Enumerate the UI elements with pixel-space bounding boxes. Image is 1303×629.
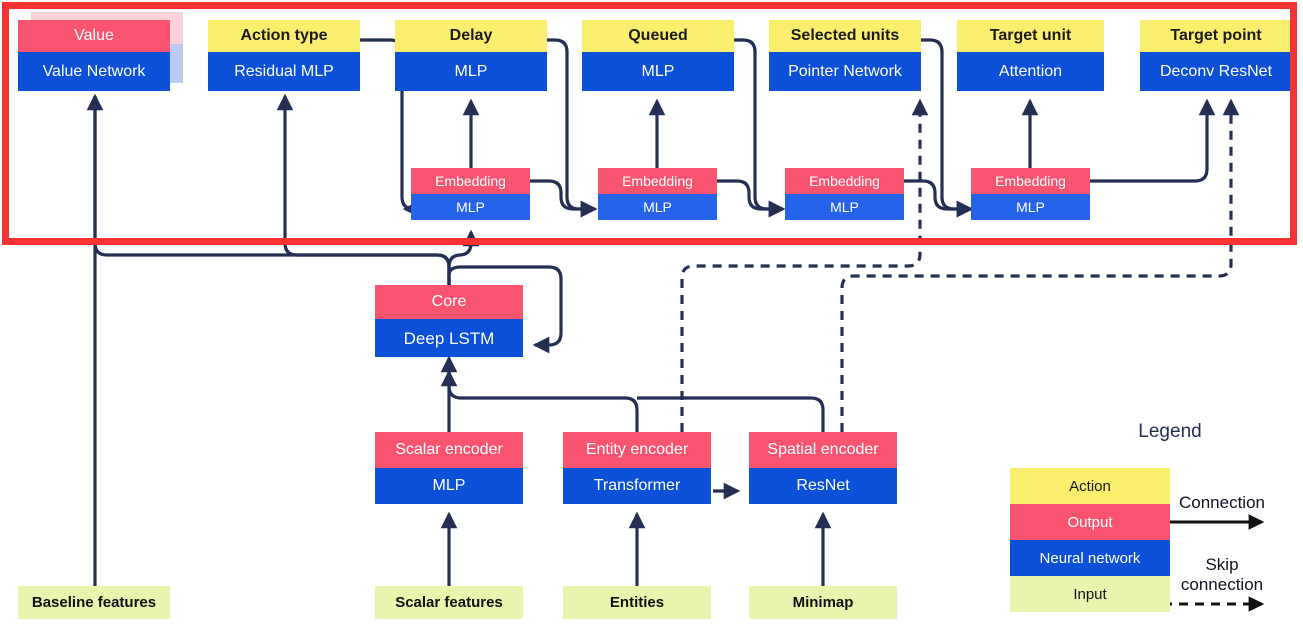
head-action-type-network-label: Residual MLP [208, 52, 360, 91]
input-node-entities[interactable]: Entities [563, 586, 711, 619]
encoder-spatial-output-label: Spatial encoder [749, 432, 897, 468]
head-target-unit-network-label: Attention [957, 52, 1104, 91]
encoder-node-spatial[interactable]: Spatial encoder ResNet [749, 432, 897, 504]
head-node-value[interactable]: Value Value Network [18, 20, 170, 91]
head-node-action-type[interactable]: Action type Residual MLP [208, 20, 360, 91]
legend-swatch-input: Input [1010, 576, 1170, 612]
legend-connection-label: Connection [1178, 493, 1265, 512]
input-node-minimap[interactable]: Minimap [749, 586, 897, 619]
head-queued-network-label: MLP [582, 52, 734, 91]
encoder-scalar-network-label: MLP [375, 468, 523, 504]
head-target-unit-action-label: Target unit [957, 20, 1104, 52]
input-node-scalar-features[interactable]: Scalar features [375, 586, 523, 619]
embedding-delay-network-label: MLP [411, 194, 530, 220]
embedding-selected-units-network-label: MLP [785, 194, 904, 220]
embedding-delay-output-label: Embedding [411, 168, 530, 194]
head-node-target-point[interactable]: Target point Deconv ResNet [1140, 20, 1292, 91]
head-queued-action-label: Queued [582, 20, 734, 52]
head-target-point-action-label: Target point [1140, 20, 1292, 52]
head-value-action-label: Value [18, 20, 170, 52]
head-selected-units-action-label: Selected units [769, 20, 921, 52]
encoder-entity-output-label: Entity encoder [563, 432, 711, 468]
legend-title: Legend [1138, 421, 1202, 442]
legend-swatch-output: Output [1010, 504, 1170, 540]
input-scalar-features-label: Scalar features [375, 586, 523, 619]
legend-swatch-neural-network: Neural network [1010, 540, 1170, 576]
core-node[interactable]: Core Deep LSTM [375, 285, 523, 357]
encoder-scalar-output-label: Scalar encoder [375, 432, 523, 468]
head-value-network-label: Value Network [18, 52, 170, 91]
head-target-point-network-label: Deconv ResNet [1140, 52, 1292, 91]
embedding-selected-units-output-label: Embedding [785, 168, 904, 194]
embedding-node-selected-units[interactable]: Embedding MLP [785, 168, 904, 220]
embedding-queued-network-label: MLP [598, 194, 717, 220]
core-network-label: Deep LSTM [375, 319, 523, 357]
embedding-queued-output-label: Embedding [598, 168, 717, 194]
head-delay-action-label: Delay [395, 20, 547, 52]
legend-skip-connection-label: Skip connection [1180, 555, 1264, 594]
embedding-node-target-unit[interactable]: Embedding MLP [971, 168, 1090, 220]
encoder-node-entity[interactable]: Entity encoder Transformer [563, 432, 711, 504]
head-node-selected-units[interactable]: Selected units Pointer Network [769, 20, 921, 91]
head-selected-units-network-label: Pointer Network [769, 52, 921, 91]
encoder-entity-network-label: Transformer [563, 468, 711, 504]
embedding-target-unit-network-label: MLP [971, 194, 1090, 220]
head-node-queued[interactable]: Queued MLP [582, 20, 734, 91]
head-node-delay[interactable]: Delay MLP [395, 20, 547, 91]
input-node-baseline-features[interactable]: Baseline features [18, 586, 170, 619]
input-minimap-label: Minimap [749, 586, 897, 619]
head-node-target-unit[interactable]: Target unit Attention [957, 20, 1104, 91]
input-baseline-features-label: Baseline features [18, 586, 170, 619]
head-delay-network-label: MLP [395, 52, 547, 91]
embedding-node-delay[interactable]: Embedding MLP [411, 168, 530, 220]
input-entities-label: Entities [563, 586, 711, 619]
embedding-target-unit-output-label: Embedding [971, 168, 1090, 194]
embedding-node-queued[interactable]: Embedding MLP [598, 168, 717, 220]
legend-swatch-stack: Action Output Neural network Input [1010, 468, 1170, 612]
encoder-node-scalar[interactable]: Scalar encoder MLP [375, 432, 523, 504]
head-action-type-action-label: Action type [208, 20, 360, 52]
core-output-label: Core [375, 285, 523, 319]
encoder-spatial-network-label: ResNet [749, 468, 897, 504]
legend-swatch-action: Action [1010, 468, 1170, 504]
